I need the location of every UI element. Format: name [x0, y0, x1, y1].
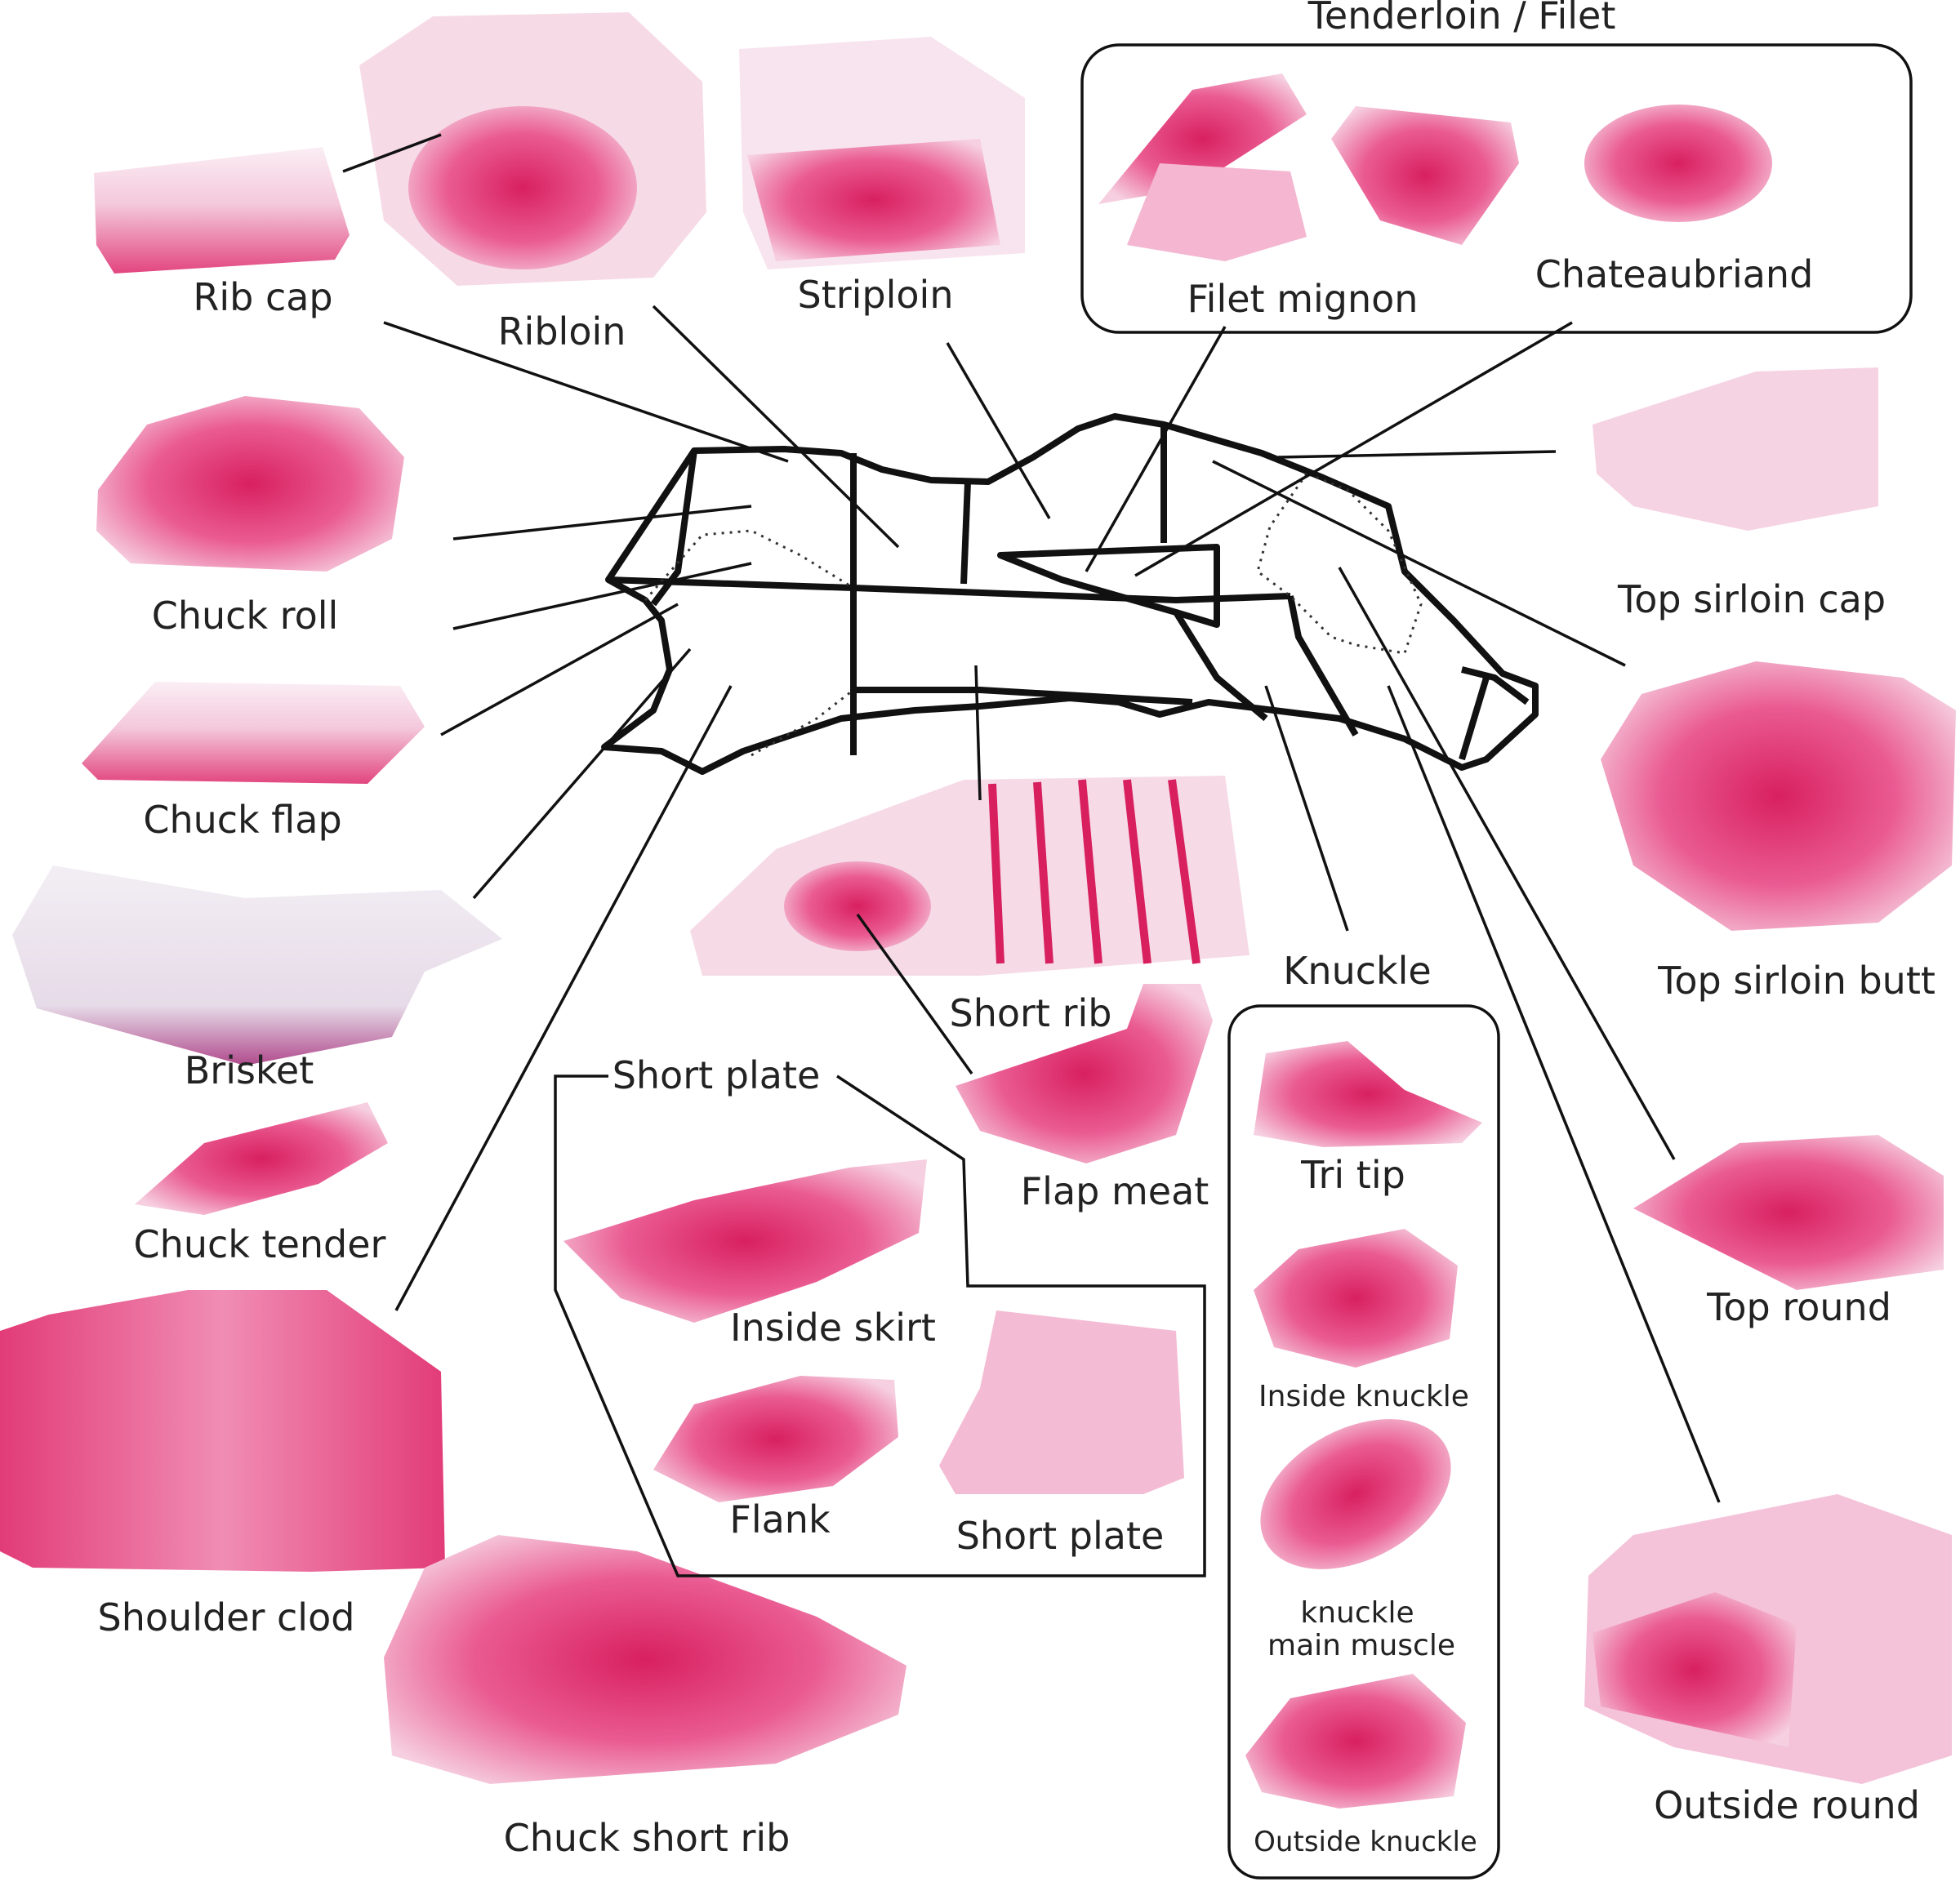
leader-brisket [472, 647, 692, 900]
inside-skirt-image [564, 1159, 927, 1323]
chuck-roll-image [96, 396, 404, 572]
label-outside-round: Outside round [1654, 1783, 1920, 1827]
label-knuckle: Knuckle [1283, 949, 1431, 993]
chuck-dotted [644, 529, 854, 601]
cut-images [0, 12, 1956, 1809]
striploin-eye [747, 139, 1000, 261]
label-chateaubriand: Chateaubriand [1535, 252, 1814, 296]
leader-outside-round [1387, 685, 1721, 1503]
label-knuckle-main-line2: main muscle [1267, 1629, 1455, 1662]
leader-rib-cap-to-carcass [383, 321, 789, 463]
leader-lines [342, 133, 1721, 1577]
plate-dotted [751, 688, 854, 757]
tenderloin-group-box [1080, 43, 1913, 334]
top-sirloin-butt-image [1601, 661, 1956, 931]
leader-chuck-roll [452, 505, 752, 541]
outside-round-meat [1592, 1592, 1797, 1747]
filet-mignon-image-b [1127, 163, 1307, 261]
leader-chuck-flap [440, 603, 679, 736]
label-top-round: Top round [1706, 1285, 1891, 1329]
ribloin-eye [408, 106, 637, 269]
tri-tip-image [1254, 1041, 1482, 1147]
leader-top-sirloin-cap [1277, 450, 1557, 459]
knuckle-group-box [1227, 1004, 1500, 1880]
tenderloin-group-title: Tenderloin / Filet [1307, 0, 1616, 38]
label-shoulder-clod: Shoulder clod [98, 1595, 355, 1640]
label-chuck-flap: Chuck flap [143, 798, 341, 842]
outside-knuckle-image [1245, 1674, 1466, 1809]
chuck-short-rib-image [384, 1535, 906, 1784]
label-filet-mignon: Filet mignon [1187, 277, 1419, 321]
chateaubriand-image [1584, 105, 1772, 222]
label-chuck-roll: Chuck roll [152, 594, 339, 638]
label-flap-meat: Flap meat [1021, 1169, 1209, 1213]
knuckle-main-muscle-image [1260, 1419, 1451, 1569]
label-chuck-short-rib: Chuck short rib [504, 1816, 791, 1860]
label-top-sirloin-cap: Top sirloin cap [1617, 577, 1886, 621]
labels: Tenderloin / Filet Rib cap Ribloin Strip… [98, 0, 1936, 1860]
chuck-flap-image [82, 682, 425, 784]
chuck-tender-image [135, 1102, 388, 1215]
short-rib-ribs [988, 779, 1200, 964]
carcass-outline [601, 413, 1539, 775]
label-inside-knuckle: Inside knuckle [1258, 1380, 1469, 1413]
flap-meat-image [956, 984, 1213, 1163]
label-inside-skirt: Inside skirt [730, 1306, 936, 1350]
leader-short-plate-group [554, 1074, 1206, 1577]
belly-line [853, 687, 1193, 705]
shoulder-clod-image [0, 1290, 445, 1572]
leader-knuckle [1264, 685, 1349, 932]
label-short-plate: Short plate [956, 1514, 1165, 1558]
leader-short-rib [974, 665, 982, 801]
round-boundary [1173, 595, 1530, 737]
leader-chuck-roll-2 [452, 562, 752, 630]
label-top-sirloin-butt: Top sirloin butt [1657, 959, 1936, 1003]
backline [608, 576, 1291, 603]
short-rib-meat [784, 861, 931, 951]
leader-filet-mignon [1085, 326, 1227, 572]
brisket-image [12, 865, 502, 1066]
short-rib-image [690, 776, 1250, 976]
leader-chateaubriand [1134, 321, 1573, 577]
round-knuckle-line [1459, 676, 1490, 761]
label-brisket: Brisket [185, 1048, 314, 1092]
label-rib-cap: Rib cap [193, 275, 332, 319]
label-flank: Flank [729, 1497, 831, 1542]
leader-striploin [946, 342, 1051, 519]
chuck-rib-boundary [650, 450, 697, 607]
rib-cap-image [94, 147, 350, 274]
leader-rib-cap [342, 133, 442, 173]
label-tri-tip: Tri tip [1300, 1153, 1405, 1197]
leader-flap-meat [856, 913, 973, 1075]
leader-top-round [1338, 567, 1676, 1160]
short-plate-image [939, 1310, 1184, 1494]
label-ribloin: Ribloin [498, 309, 626, 354]
inside-knuckle-image [1254, 1229, 1458, 1368]
flank-image [653, 1376, 898, 1502]
label-short-plate-group: Short plate [612, 1053, 821, 1097]
round-dotted [1256, 472, 1423, 655]
leader-shoulder-clod [394, 685, 733, 1311]
filet-mignon-image-a [1098, 73, 1307, 204]
leader-ribloin [652, 305, 900, 549]
label-chuck-tender: Chuck tender [134, 1222, 386, 1266]
top-sirloin-cap-image [1592, 367, 1878, 531]
leader-top-sirloin-butt [1212, 460, 1626, 667]
loin-boundary [960, 481, 971, 585]
label-striploin: Striploin [798, 273, 954, 317]
top-round-image [1633, 1135, 1944, 1290]
label-outside-knuckle: Outside knuckle [1254, 1826, 1477, 1858]
carcass-diagram [601, 413, 1539, 775]
tenderloin-shape [997, 544, 1220, 628]
filet-mignon-image-c [1331, 106, 1519, 245]
label-knuckle-main-line1: knuckle [1300, 1596, 1414, 1630]
label-short-rib: Short rib [950, 991, 1112, 1035]
